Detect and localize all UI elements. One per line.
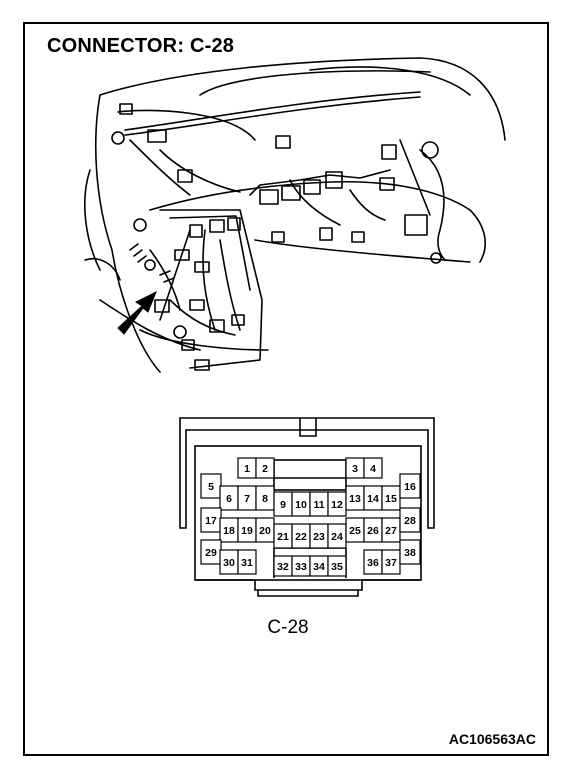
- pin-24: 24: [327, 523, 347, 549]
- pin-label: 26: [367, 525, 379, 537]
- pin-label: 31: [241, 557, 253, 569]
- pin-label: 22: [295, 531, 307, 543]
- pin-13: 13: [345, 485, 365, 511]
- pin-8: 8: [255, 485, 275, 511]
- pin-cell: [237, 549, 257, 575]
- pin-20: 20: [255, 517, 275, 543]
- pin-label: 17: [205, 515, 217, 527]
- pin-label: 33: [295, 561, 307, 573]
- pin-label: 5: [208, 481, 214, 493]
- pin-27: 27: [381, 517, 401, 543]
- pin-cell: [399, 473, 421, 499]
- pin-label: 15: [385, 493, 397, 505]
- pin-label: 8: [262, 493, 268, 505]
- pin-label: 11: [313, 499, 324, 511]
- pin-1: 1: [237, 457, 257, 479]
- pin-label: 23: [313, 531, 325, 543]
- pin-label: 16: [404, 481, 416, 493]
- pin-label: 18: [223, 525, 235, 537]
- diagram-frame: [23, 22, 549, 756]
- pin-38: 38: [399, 539, 421, 565]
- connector-label: C-28: [267, 617, 309, 638]
- pin-label: 36: [367, 557, 379, 569]
- figure-code: AC106563AC: [448, 731, 536, 747]
- pin-label: 34: [313, 561, 325, 573]
- pin-label: 14: [367, 493, 379, 505]
- pin-31: 31: [237, 549, 257, 575]
- pin-label: 35: [331, 561, 343, 573]
- pin-label: 27: [385, 525, 397, 537]
- pin-label: 7: [244, 493, 250, 505]
- pin-25: 25: [345, 517, 365, 543]
- pin-10: 10: [291, 491, 311, 517]
- pin-12: 12: [327, 491, 347, 517]
- pin-label: 24: [331, 531, 343, 543]
- pin-16: 16: [399, 473, 421, 499]
- pin-36: 36: [363, 549, 383, 575]
- pin-label: 3: [352, 463, 358, 475]
- pin-11: 11: [309, 491, 329, 517]
- pin-5: 5: [200, 473, 222, 499]
- pin-label: 32: [277, 561, 289, 573]
- pin-label: 4: [370, 463, 376, 475]
- pin-17: 17: [200, 507, 222, 533]
- pin-label: 38: [404, 547, 416, 559]
- pin-label: 28: [404, 515, 416, 527]
- pin-22: 22: [291, 523, 311, 549]
- pin-label: 10: [295, 499, 307, 511]
- pin-label: 21: [277, 531, 289, 543]
- pin-cell: [363, 457, 383, 479]
- pin-label: 30: [223, 557, 235, 569]
- pin-label: 12: [331, 499, 343, 511]
- pin-label: 37: [385, 557, 397, 569]
- pin-label: 25: [349, 525, 361, 537]
- pin-19: 19: [237, 517, 257, 543]
- pin-28: 28: [399, 507, 421, 533]
- pin-label: 20: [259, 525, 271, 537]
- pin-23: 23: [309, 523, 329, 549]
- pin-33: 33: [291, 555, 311, 577]
- pointer-arrow-icon: [117, 290, 157, 335]
- pin-label: 9: [280, 499, 286, 511]
- pin-14: 14: [363, 485, 383, 511]
- pin-label: 1: [244, 463, 250, 475]
- pin-37: 37: [381, 549, 401, 575]
- diagram-title: CONNECTOR: C-28: [47, 35, 235, 57]
- pin-34: 34: [309, 555, 329, 577]
- pin-2: 2: [255, 457, 275, 479]
- pin-21: 21: [273, 523, 293, 549]
- pin-26: 26: [363, 517, 383, 543]
- pin-30: 30: [219, 549, 239, 575]
- pin-cell: [327, 555, 347, 577]
- pin-label: 13: [349, 493, 361, 505]
- pin-label: 19: [241, 525, 253, 537]
- pin-label: 6: [226, 493, 232, 505]
- pin-4: 4: [363, 457, 383, 479]
- pin-29: 29: [200, 539, 222, 565]
- pin-15: 15: [381, 485, 401, 511]
- pin-7: 7: [237, 485, 257, 511]
- pin-label: 2: [262, 463, 268, 475]
- pin-9: 9: [273, 491, 293, 517]
- pin-cell: [399, 539, 421, 565]
- pin-label: 29: [205, 547, 217, 559]
- pin-3: 3: [345, 457, 365, 479]
- pin-18: 18: [219, 517, 239, 543]
- pin-cell: [399, 507, 421, 533]
- pin-6: 6: [219, 485, 239, 511]
- pin-32: 32: [273, 555, 293, 577]
- pin-cell: [255, 457, 275, 479]
- pin-35: 35: [327, 555, 347, 577]
